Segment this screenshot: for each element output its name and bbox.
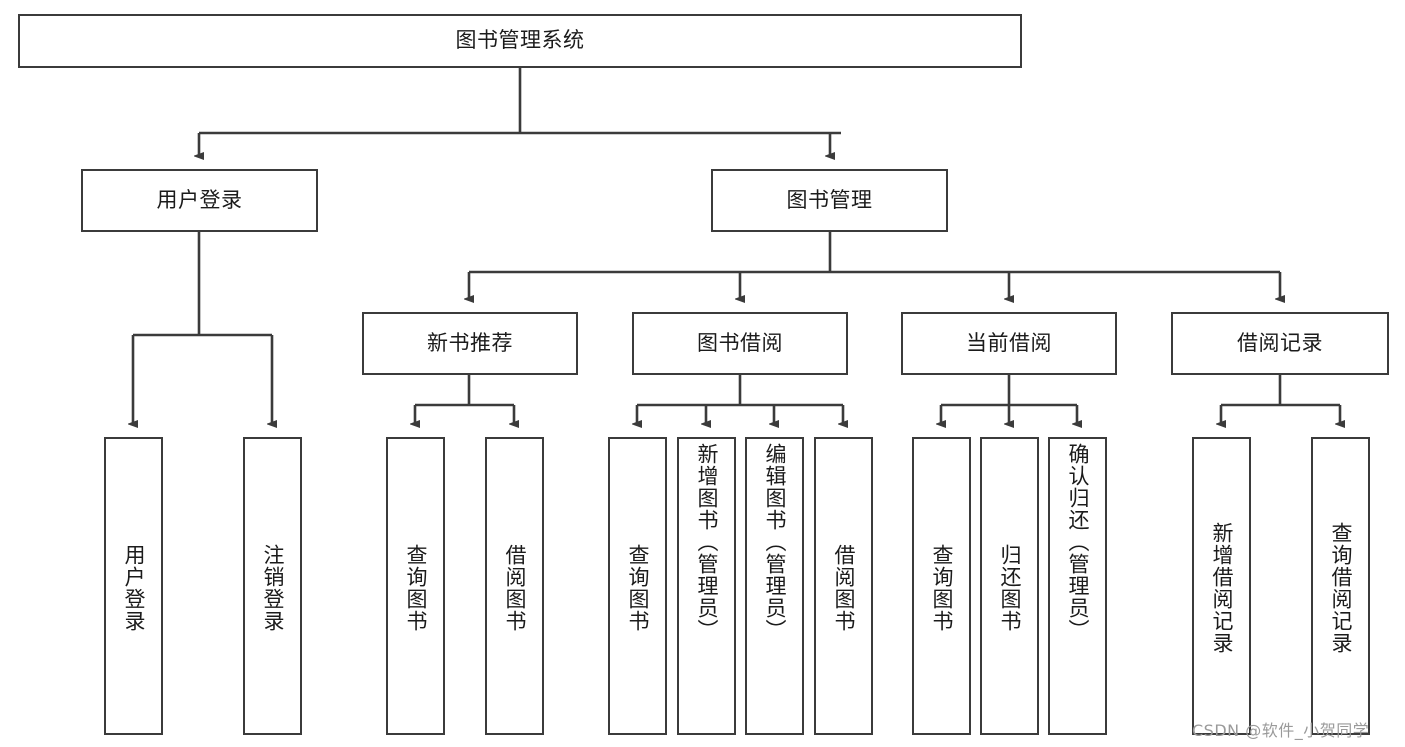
node-label: 用户登录 [156, 187, 243, 212]
node-user-login[interactable]: 用户登录 [81, 169, 318, 232]
node-label: 归还图书 [997, 544, 1022, 632]
node-label: 借阅记录 [1237, 330, 1323, 355]
node-label: 当前借阅 [966, 330, 1052, 355]
csdn-watermark: CSDN @软件_小贺同学 [1192, 721, 1370, 740]
node-book-management[interactable]: 图书管理 [711, 169, 948, 232]
node-borrow-record[interactable]: 借阅记录 [1171, 312, 1389, 375]
node-label: 注销登录 [260, 544, 285, 632]
node-label: 图书管理 [786, 187, 873, 212]
leaf-book-borrow-query-book[interactable]: 查询图书 [608, 437, 667, 735]
node-label: 查询借阅记录 [1328, 522, 1353, 654]
node-label: 编辑图书（管理员） [762, 443, 787, 641]
node-label: 借阅图书 [831, 544, 856, 632]
leaf-current-borrow-confirm-return-admin[interactable]: 确认归还（管理员） [1048, 437, 1107, 735]
leaf-borrow-record-add-record[interactable]: 新增借阅记录 [1192, 437, 1251, 735]
leaf-user-login-signout[interactable]: 注销登录 [243, 437, 302, 735]
node-current-borrow[interactable]: 当前借阅 [901, 312, 1117, 375]
node-label: 查询图书 [625, 544, 650, 632]
node-new-book-recommendation[interactable]: 新书推荐 [362, 312, 578, 375]
leaf-book-borrow-borrow-book[interactable]: 借阅图书 [814, 437, 873, 735]
leaf-new-book-borrow-book[interactable]: 借阅图书 [485, 437, 544, 735]
leaf-user-login-signin[interactable]: 用户登录 [104, 437, 163, 735]
leaf-book-borrow-add-book-admin[interactable]: 新增图书（管理员） [677, 437, 736, 735]
leaf-current-borrow-query-book[interactable]: 查询图书 [912, 437, 971, 735]
node-root-book-management-system[interactable]: 图书管理系统 [18, 14, 1022, 68]
node-label: 新增图书（管理员） [694, 443, 719, 641]
node-label: 查询图书 [403, 544, 428, 632]
node-book-borrow[interactable]: 图书借阅 [632, 312, 848, 375]
node-label: 图书管理系统 [455, 28, 585, 53]
node-label: 图书借阅 [697, 330, 783, 355]
leaf-book-borrow-edit-book-admin[interactable]: 编辑图书（管理员） [745, 437, 804, 735]
node-label: 确认归还（管理员） [1065, 443, 1090, 641]
node-label: 新增借阅记录 [1209, 522, 1234, 654]
node-label: 借阅图书 [502, 544, 527, 632]
leaf-current-borrow-return-book[interactable]: 归还图书 [980, 437, 1039, 735]
node-label: 新书推荐 [427, 330, 513, 355]
node-label: 查询图书 [929, 544, 954, 632]
leaf-new-book-query-book[interactable]: 查询图书 [386, 437, 445, 735]
leaf-borrow-record-query-record[interactable]: 查询借阅记录 [1311, 437, 1370, 735]
node-label: 用户登录 [121, 544, 146, 632]
